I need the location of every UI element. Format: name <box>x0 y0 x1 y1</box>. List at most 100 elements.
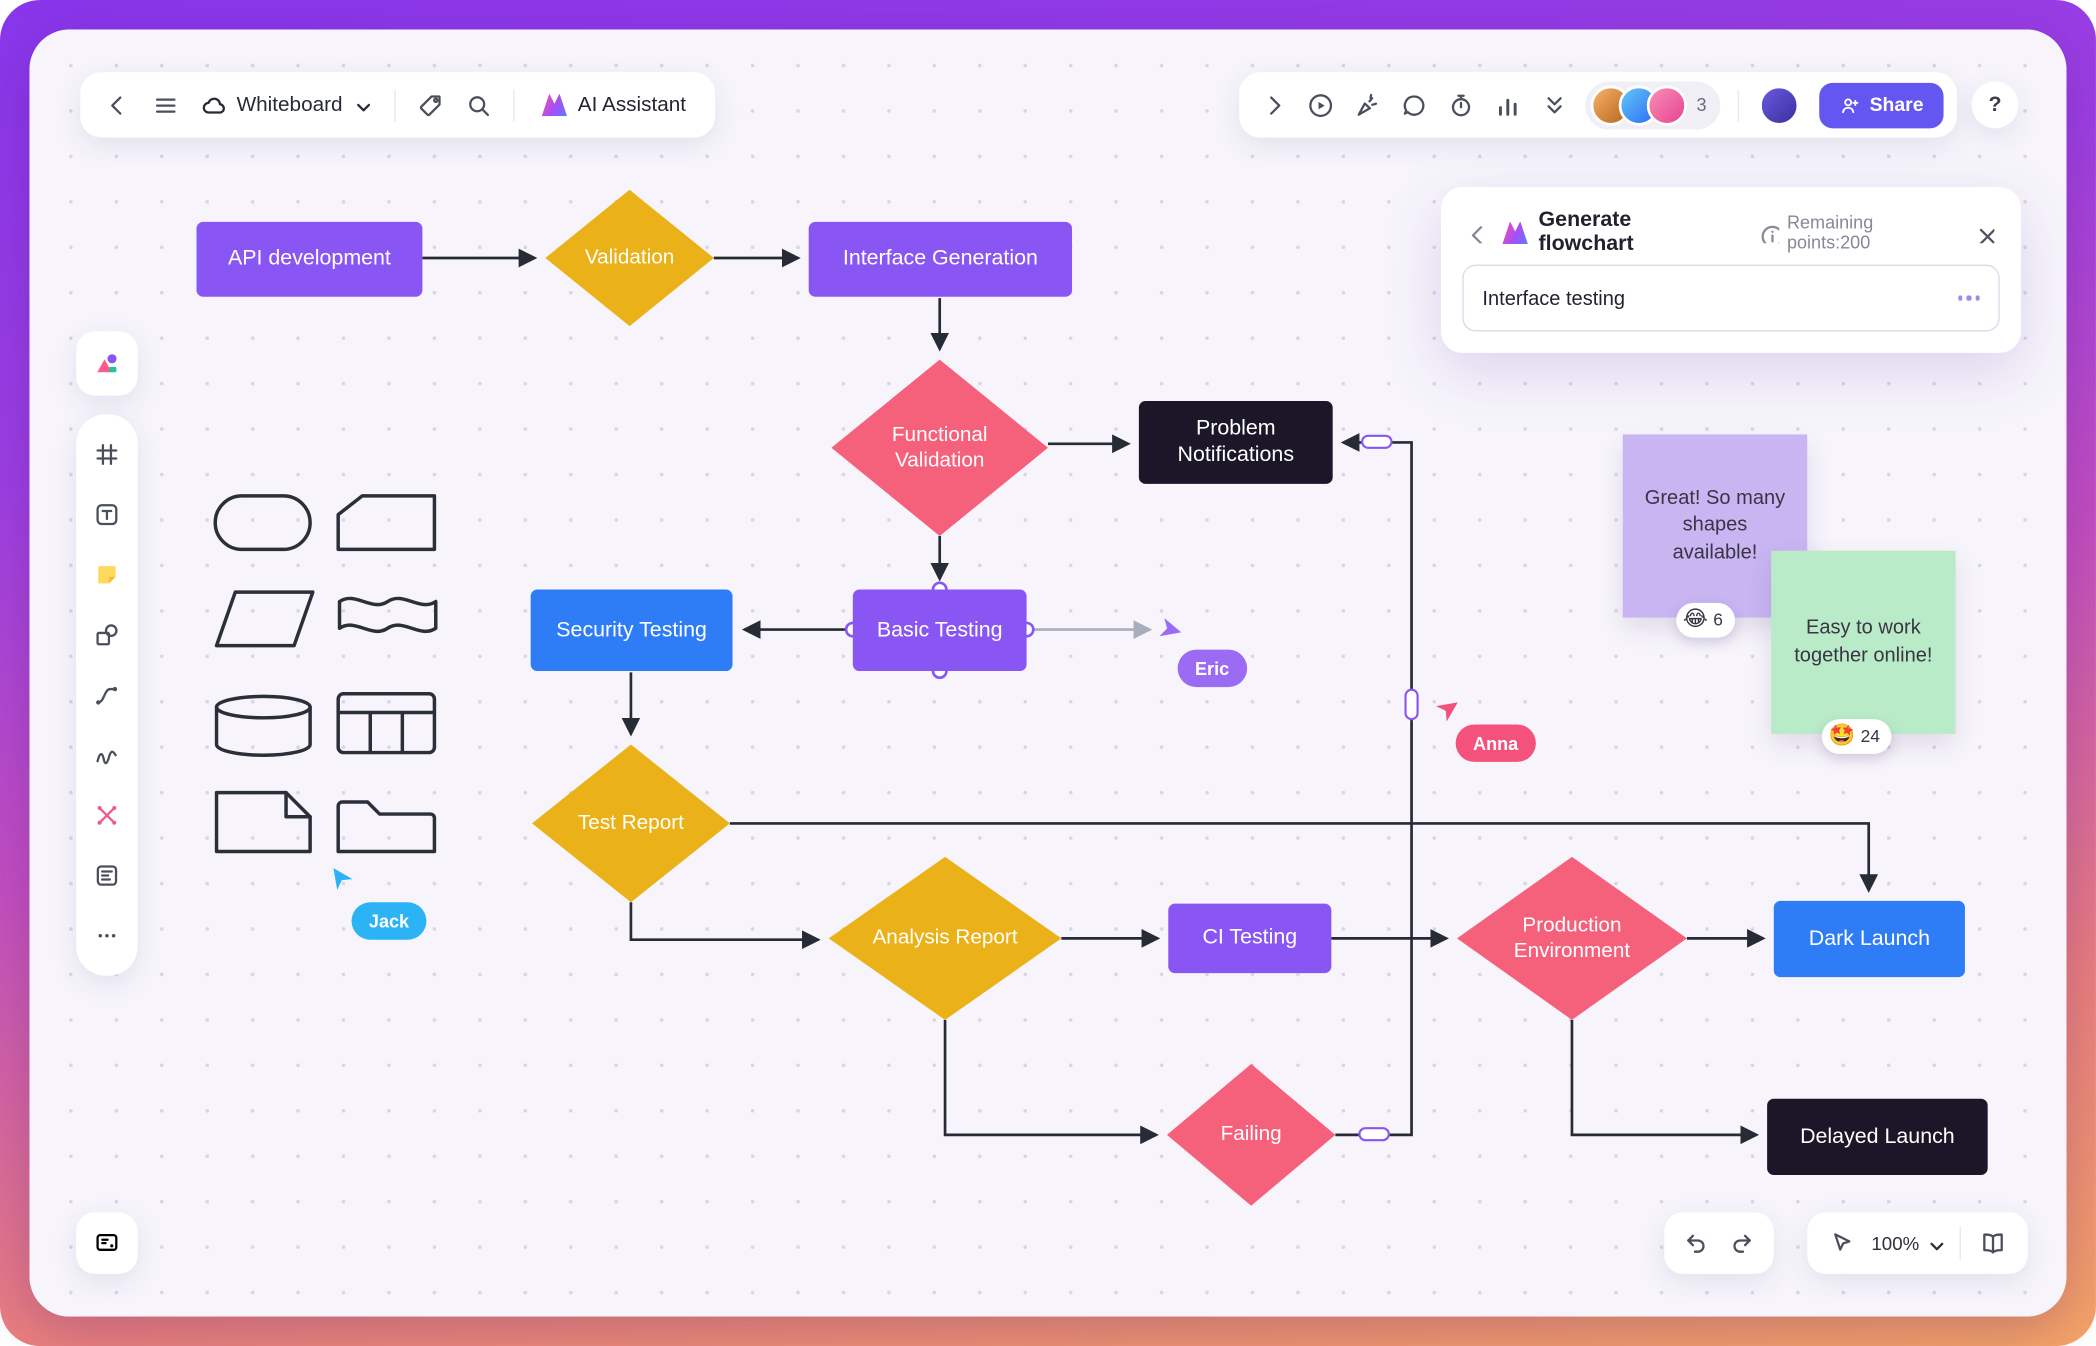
node-label: Failing <box>1220 1123 1282 1146</box>
collaborator-count: 3 <box>1696 94 1707 115</box>
notes-panel-button[interactable] <box>76 1212 138 1274</box>
back-button[interactable] <box>96 84 139 127</box>
undo-button[interactable] <box>1675 1222 1718 1265</box>
timer-button[interactable] <box>1440 84 1483 127</box>
connector-tool[interactable] <box>80 668 133 721</box>
node-label: Dark Launch <box>1808 927 1931 950</box>
cursor-jack-icon <box>333 868 353 890</box>
ai-generate-panel: Generate flowchart Remaining points:200 … <box>1440 187 2022 353</box>
reaction-count: 24 <box>1860 726 1880 747</box>
sticky-note-together[interactable]: Easy to work together online! 🤩 24 <box>1771 550 1956 754</box>
more-tools[interactable] <box>80 909 133 962</box>
chevron-down-icon <box>1930 1242 1944 1251</box>
zoom-control[interactable]: 100% <box>1866 1232 1949 1254</box>
panel-back-button[interactable] <box>1460 217 1492 249</box>
prompt-input[interactable]: Interface testing <box>1462 264 2000 332</box>
frame-tool[interactable] <box>80 428 133 481</box>
analytics-button[interactable] <box>1487 84 1530 127</box>
node-problem-notifications[interactable]: Problem Notifications <box>1138 401 1333 484</box>
redo-icon <box>1733 1234 1751 1253</box>
panel-title: Generate flowchart <box>1538 208 1634 256</box>
ai-assistant-button[interactable]: AI Assistant <box>528 93 699 117</box>
board-title-group[interactable]: Whiteboard <box>192 92 381 119</box>
panel-close-button[interactable] <box>1968 217 2000 249</box>
cursor-eric-icon <box>1159 618 1182 637</box>
share-button[interactable]: Share <box>1818 82 1944 128</box>
loading-dots-icon <box>1957 295 1980 301</box>
colorful-shapes-icon <box>97 354 117 373</box>
pages-button[interactable] <box>1971 1222 2014 1265</box>
pointer-icon <box>1834 1233 1851 1251</box>
node-label: Analysis Report <box>872 926 1018 950</box>
tool-rail <box>76 414 138 976</box>
visuals-tool-container <box>76 331 138 396</box>
help-button[interactable]: ? <box>1971 81 2019 129</box>
expand-button[interactable] <box>1253 84 1296 127</box>
search-button[interactable] <box>458 84 501 127</box>
current-user-avatar[interactable] <box>1758 84 1799 125</box>
ai-logo-icon <box>541 93 568 117</box>
node-label: Validation <box>584 246 675 270</box>
collapse-toolbar-button[interactable] <box>1533 84 1576 127</box>
frame-icon <box>96 443 118 465</box>
node-label: Interface Generation <box>842 247 1038 271</box>
chevron-left-icon <box>1471 226 1483 244</box>
bar-chart-icon <box>1499 98 1517 116</box>
collaborator-avatars[interactable]: 3 <box>1585 80 1720 129</box>
view-controls: 100% <box>1807 1212 2028 1274</box>
search-icon <box>469 95 490 116</box>
toolbar-right: 3 Share <box>1239 72 1957 138</box>
help-label: ? <box>1988 92 2002 116</box>
visuals-tool[interactable] <box>86 342 129 385</box>
reaction-count: 6 <box>1713 610 1723 631</box>
history-controls <box>1664 1212 1774 1274</box>
present-button[interactable] <box>1300 84 1343 127</box>
timer-icon <box>1452 93 1471 116</box>
share-label: Share <box>1869 94 1924 116</box>
mindmap-tool[interactable] <box>80 789 133 842</box>
menu-button[interactable] <box>144 84 187 127</box>
node-label: Security Testing <box>556 618 707 641</box>
node-delayed-launch[interactable]: Delayed Launch <box>1767 1098 1988 1175</box>
pointer-button[interactable] <box>1821 1222 1864 1265</box>
redo-button[interactable] <box>1720 1222 1763 1265</box>
reaction-chip[interactable]: 🤩 24 <box>1821 719 1892 754</box>
shapes-tool[interactable] <box>80 608 133 661</box>
confetti-icon <box>1357 93 1378 116</box>
pen-tool[interactable] <box>80 729 133 782</box>
node-label: Functional Validation <box>891 423 988 472</box>
reaction-chip[interactable]: 😂 6 <box>1676 603 1735 638</box>
avatar <box>1647 84 1688 125</box>
shapes-icon <box>96 624 118 646</box>
node-label: Delayed Launch <box>1800 1124 1955 1148</box>
template-tool[interactable] <box>80 849 133 902</box>
book-icon <box>1982 1233 2003 1254</box>
play-icon <box>1309 93 1333 117</box>
node-label: Basic Testing <box>876 618 1003 641</box>
connector-curve-icon <box>96 686 118 705</box>
sticky-text: Easy to work together online! <box>1794 616 1933 667</box>
info-icon <box>1761 225 1779 243</box>
tag-button[interactable] <box>409 84 452 127</box>
node-ci-testing[interactable]: CI Testing <box>1168 903 1332 974</box>
double-chevron-down-icon <box>1547 96 1562 113</box>
sticky-note-tool[interactable] <box>80 548 133 601</box>
celebrate-button[interactable] <box>1346 84 1389 127</box>
text-tool[interactable] <box>80 488 133 541</box>
node-security-testing[interactable]: Security Testing <box>530 589 733 672</box>
close-icon <box>1979 228 1994 243</box>
cloud-sync-icon <box>202 96 225 114</box>
zoom-level: 100% <box>1871 1232 1920 1254</box>
toolbar-left: Whiteboard AI Assistant <box>80 72 716 138</box>
node-basic-testing[interactable]: Basic Testing <box>852 589 1027 672</box>
node-dark-launch[interactable]: Dark Launch <box>1773 900 1965 978</box>
comments-button[interactable] <box>1393 84 1436 127</box>
cursor-label-eric: Eric <box>1177 649 1247 688</box>
ai-logo-icon <box>1502 221 1528 244</box>
board-title: Whiteboard <box>236 92 343 116</box>
node-interface-generation[interactable]: Interface Generation <box>808 221 1073 297</box>
cursor-label-jack: Jack <box>351 902 427 940</box>
prompt-value: Interface testing <box>1482 286 1626 310</box>
node-api-development[interactable]: API development <box>196 221 423 297</box>
